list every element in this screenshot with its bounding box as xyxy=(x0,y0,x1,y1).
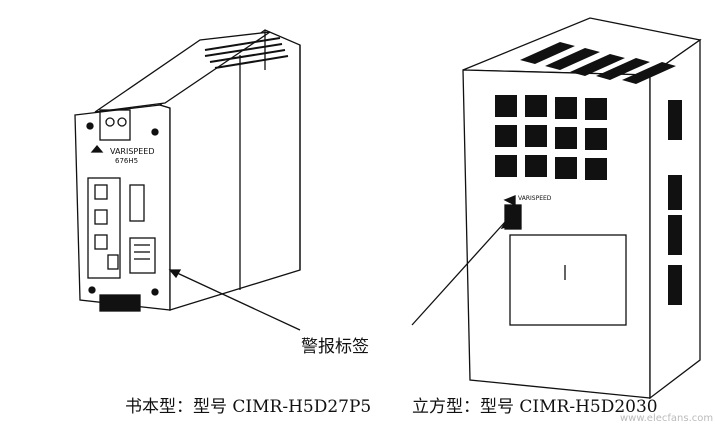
right-brand-label: VARISPEED xyxy=(518,195,552,202)
book-type-drive-illustration xyxy=(74,29,301,312)
callout-label: 警报标签 xyxy=(301,337,369,357)
callout-arrow-left xyxy=(174,271,301,331)
vent-grid xyxy=(495,95,682,305)
left-brand-label: VARISPEED xyxy=(110,147,155,156)
left-caption: 书本型：型号 CIMR-H5D27P5 xyxy=(125,397,372,417)
cube-type-drive-illustration xyxy=(462,17,702,400)
watermark: www.elecfans.com xyxy=(620,413,714,424)
left-model-label: 676H5 xyxy=(115,157,139,165)
right-caption: 立方型：型号 CIMR-H5D2030 xyxy=(412,397,658,417)
callout-arrow-right xyxy=(411,221,506,326)
